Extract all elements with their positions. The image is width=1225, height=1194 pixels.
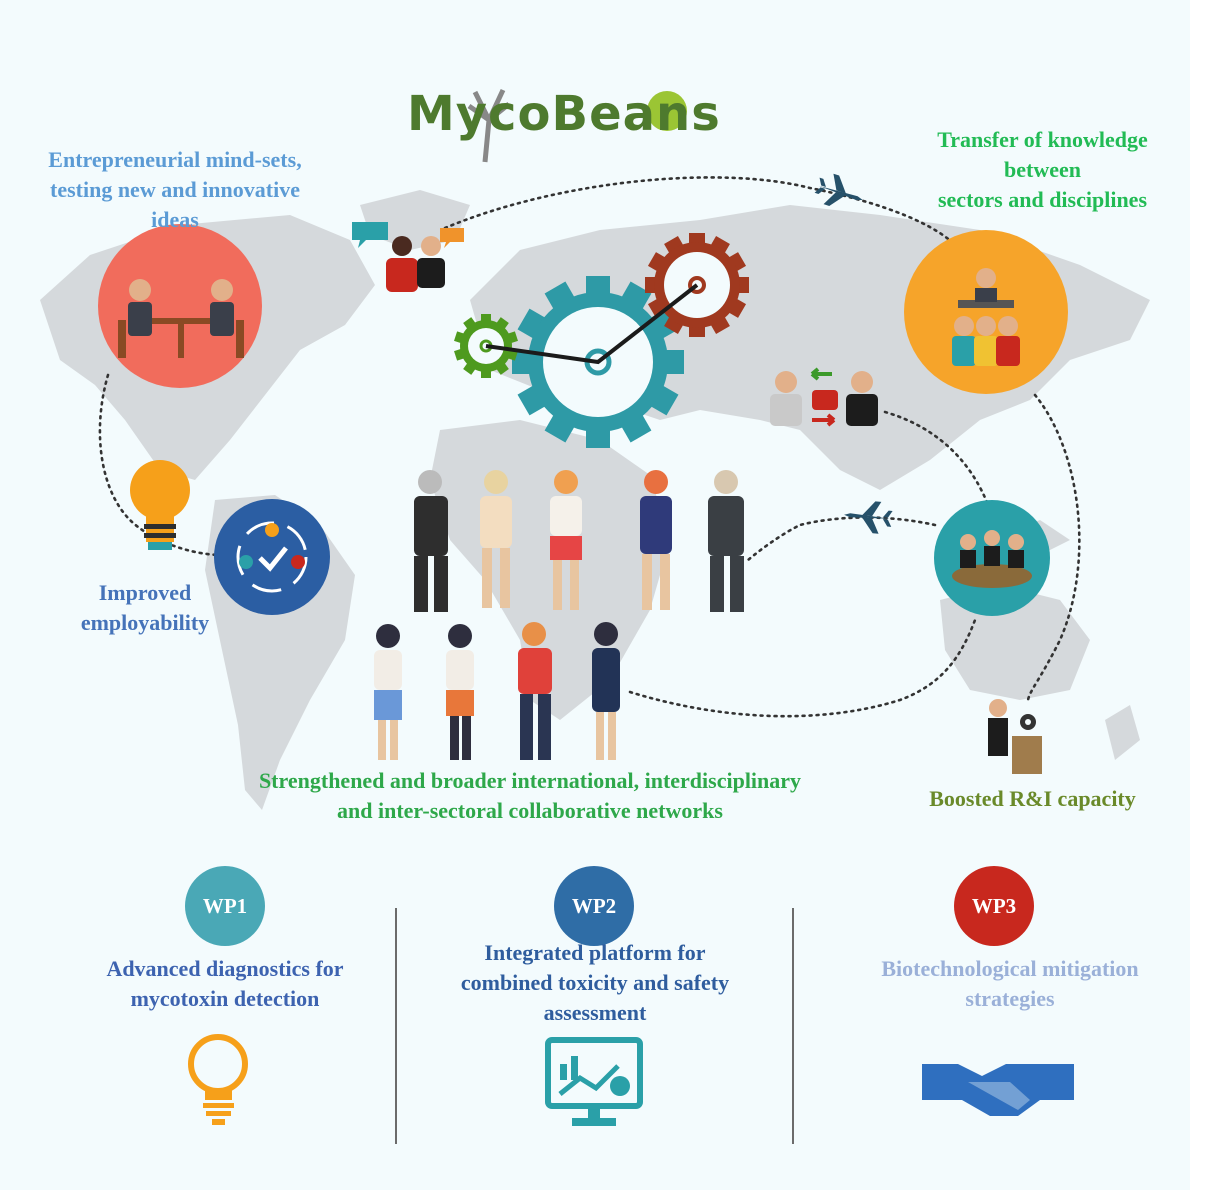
meeting-table-icon <box>98 224 262 388</box>
path-meeting-to-people <box>746 516 937 562</box>
wp3-line-1: Biotechnological mitigation <box>881 956 1139 981</box>
wp1-description: Advanced diagnostics for mycotoxin detec… <box>55 954 395 1014</box>
phone-exchange-icon <box>770 367 878 427</box>
entrepreneurial-line-1: Entrepreneurial mind-sets, <box>48 147 302 172</box>
wp3-line-2: strategies <box>965 986 1055 1011</box>
handshake-icon <box>922 1064 1074 1116</box>
logo-text: MycoBeans <box>407 86 721 142</box>
gears-graphic <box>454 233 749 448</box>
presentation-audience-icon <box>904 230 1068 394</box>
gear-connector <box>485 283 699 365</box>
transfer-line-3: sectors and disciplines <box>937 187 1148 212</box>
airplane-icon-top <box>814 173 863 206</box>
path-top-arc <box>443 176 957 247</box>
wp2-badge-text: WP2 <box>571 894 617 918</box>
networks-line-1: Strengthened and broader international, … <box>258 768 802 793</box>
employability-line-1: Improved <box>98 580 192 605</box>
transfer-line-1: Transfer of knowledge <box>937 127 1148 152</box>
entrepreneurial-label: Entrepreneurial mind-sets, testing new a… <box>20 145 330 235</box>
employability-team-icon <box>214 499 330 615</box>
monitor-chart-icon <box>545 1037 643 1126</box>
logo-tree-icon <box>467 88 687 163</box>
path-right-arc <box>1026 393 1081 702</box>
infographic-canvas: MycoBeans Entrepreneurial mind-sets, tes… <box>0 0 1190 1190</box>
people-group-illustration <box>374 470 744 760</box>
wp1-line-1: Advanced diagnostics for <box>106 956 344 981</box>
wp-divider-right <box>792 908 794 1144</box>
path-bottom-arc <box>628 618 977 718</box>
transfer-label: Transfer of knowledge between sectors an… <box>910 125 1175 215</box>
boosted-label: Boosted R&I capacity <box>900 784 1165 814</box>
employability-label: Improved employability <box>50 578 240 638</box>
wp3-description: Biotechnological mitigation strategies <box>840 954 1180 1014</box>
world-map-graphic <box>40 173 1150 1126</box>
wp2-description: Integrated platform for combined toxicit… <box>420 938 770 1028</box>
networks-label: Strengthened and broader international, … <box>170 766 890 826</box>
path-phone-to-meeting <box>883 410 992 512</box>
logo: MycoBeans <box>405 80 825 170</box>
networks-line-2: and inter-sectoral collaborative network… <box>337 798 723 823</box>
path-left-arc <box>98 373 224 557</box>
wp3-badge-text: WP3 <box>971 894 1017 918</box>
lightbulb-idea-icon <box>130 460 190 550</box>
transfer-line-2: between <box>1004 157 1081 182</box>
entrepreneurial-line-2: testing new and innovative <box>50 177 300 202</box>
wp1-badge: WP1 <box>185 866 265 946</box>
lightbulb-icon <box>188 1034 248 1125</box>
wp1-badge-text: WP1 <box>202 894 248 918</box>
wp2-line-3: assessment <box>543 1000 647 1025</box>
wp2-line-1: Integrated platform for <box>484 940 706 965</box>
entrepreneurial-line-3: ideas <box>151 207 199 232</box>
wp-divider-left <box>395 908 397 1144</box>
chat-people-icon <box>352 222 464 292</box>
boosted-line: Boosted R&I capacity <box>929 786 1136 811</box>
wp2-line-2: combined toxicity and safety <box>460 970 730 995</box>
wp3-badge: WP3 <box>954 866 1034 946</box>
wp1-line-2: mycotoxin detection <box>130 986 320 1011</box>
wp2-badge: WP2 <box>554 866 634 946</box>
airplane-icon-right <box>844 501 893 534</box>
boardroom-meeting-icon <box>934 500 1050 616</box>
podium-speaker-icon <box>988 699 1042 774</box>
employability-line-2: employability <box>80 610 210 635</box>
dotted-paths <box>98 176 1081 718</box>
